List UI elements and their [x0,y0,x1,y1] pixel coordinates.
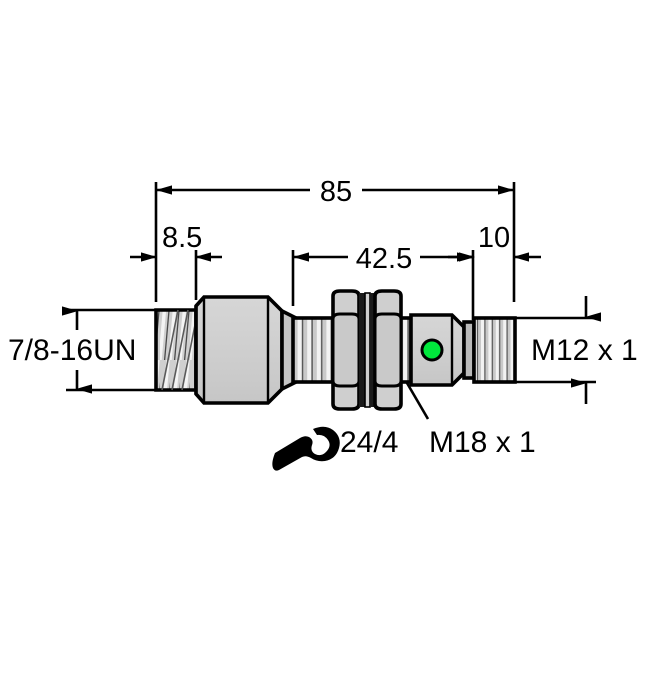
barrel-thread-left-surface [291,316,335,384]
leader-m18 [405,382,430,420]
dimension-left-thread-diameter: 7/8-16UN [8,306,156,394]
wrench-icon-glyph [272,426,340,471]
dim-value-barrel-length: 42.5 [356,243,412,275]
label-wrench-size: 24/4 [340,426,398,459]
nut-gap-dark-2 [370,293,375,407]
led-indicator-dot [420,338,444,362]
led-indicator [420,338,444,362]
leader-line-m18 [405,382,430,420]
hex-nut-1-flat-face [331,312,361,388]
part-hex-nut-1 [331,289,361,411]
nut-gap-dark-1 [359,293,365,407]
dim-value-left-thread-length: 8.5 [162,222,202,254]
nut-gap-light [364,292,371,408]
m12-thread-surface [472,316,517,384]
label-barrel-thread-spec: M18 x 1 [429,426,536,459]
part-coupling-body [194,295,284,405]
dimension-left-thread-length: 8.5 [130,222,222,300]
part-hex-nut-2 [373,289,403,411]
label-left-thread-spec: 7/8-16UN [8,334,136,367]
label-right-thread-spec: M12 x 1 [531,334,638,367]
dim-value-right-thread-length: 10 [478,222,510,254]
wrench-icon [272,426,340,471]
dimension-right-thread-diameter: M12 x 1 [513,296,638,404]
part-right-thread-m12 [462,316,517,384]
dimension-right-thread-length: 10 [448,222,541,262]
part-nut-separator [359,292,375,408]
hex-nut-2-flat-face [373,312,403,388]
part-barrel-thread-m18-left [291,316,335,384]
dimension-overall-length: 85 [154,176,516,302]
dimension-barrel-length: 42.5 [291,243,475,320]
dim-value-overall-length: 85 [320,176,352,208]
part-left-thread-7-8-16un [154,308,199,392]
